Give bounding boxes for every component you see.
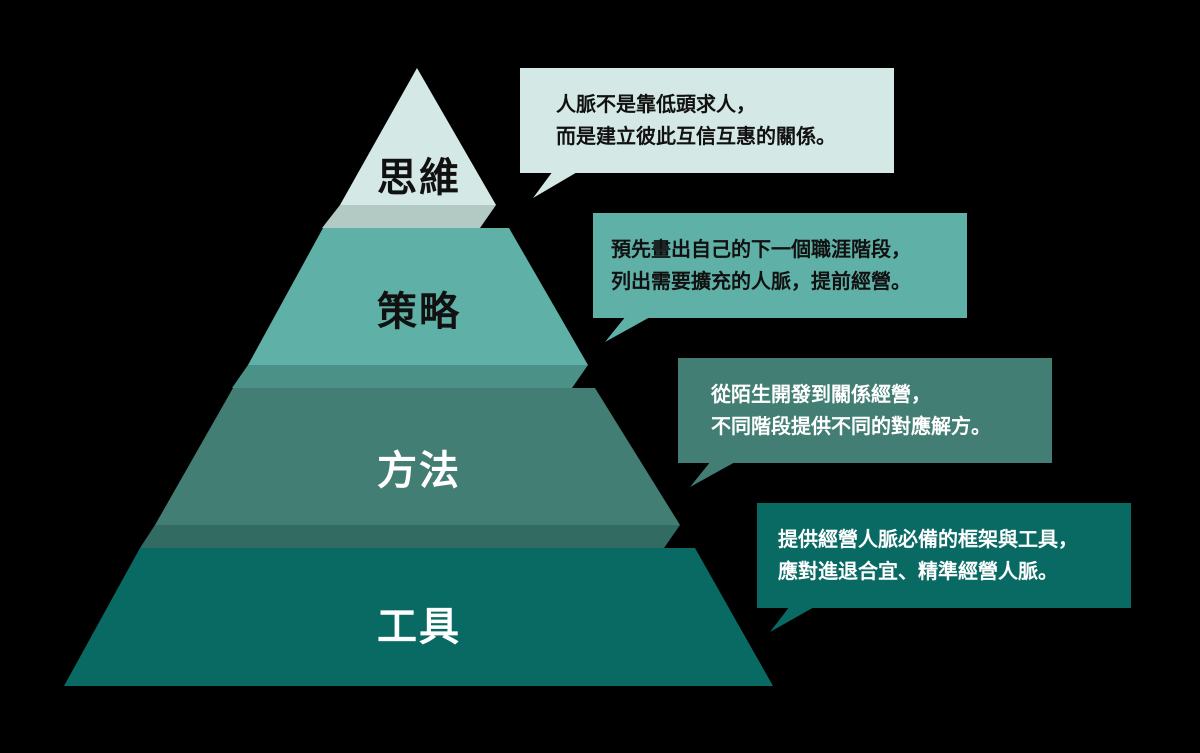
callout-line: 應對進退合宜、精準經營人脈。 bbox=[778, 559, 1058, 583]
tier-tool bbox=[64, 548, 773, 686]
connector-band-3 bbox=[140, 525, 680, 548]
tier-label-tool: 工具 bbox=[377, 604, 461, 650]
callout-line: 不同階段提供不同的對應解方。 bbox=[711, 414, 991, 438]
callout-bubble-3 bbox=[678, 358, 1052, 487]
connector-band-2 bbox=[232, 365, 588, 388]
tier-strategy bbox=[248, 228, 588, 365]
callout-line: 而是建立彼此互信互惠的關係。 bbox=[556, 124, 836, 148]
callout-bubble-4 bbox=[757, 503, 1131, 632]
callout-line: 人脈不是靠低頭求人， bbox=[556, 92, 756, 116]
callout-bubble-2 bbox=[593, 213, 967, 342]
tier-thinking bbox=[340, 68, 496, 205]
callout-line: 預先畫出自己的下一個職涯階段， bbox=[611, 237, 911, 261]
callout-line: 列出需要擴充的人脈，提前經營。 bbox=[611, 269, 911, 293]
callout-thinking: 人脈不是靠低頭求人， 而是建立彼此互信互惠的關係。 bbox=[556, 88, 836, 152]
tier-label-thinking: 思維 bbox=[377, 155, 461, 201]
tier-method bbox=[155, 388, 680, 525]
callout-method: 從陌生開發到關係經營， 不同階段提供不同的對應解方。 bbox=[711, 378, 991, 442]
connector-band-1 bbox=[322, 205, 496, 228]
tier-label-strategy: 策略 bbox=[377, 289, 461, 335]
callout-tool: 提供經營人脈必備的框架與工具， 應對進退合宜、精準經營人脈。 bbox=[778, 523, 1078, 587]
tier-label-method: 方法 bbox=[377, 448, 461, 494]
callout-line: 從陌生開發到關係經營， bbox=[711, 382, 931, 406]
callout-strategy: 預先畫出自己的下一個職涯階段， 列出需要擴充的人脈，提前經營。 bbox=[611, 233, 911, 297]
callout-bubble-1 bbox=[520, 68, 894, 198]
callout-line: 提供經營人脈必備的框架與工具， bbox=[778, 527, 1078, 551]
